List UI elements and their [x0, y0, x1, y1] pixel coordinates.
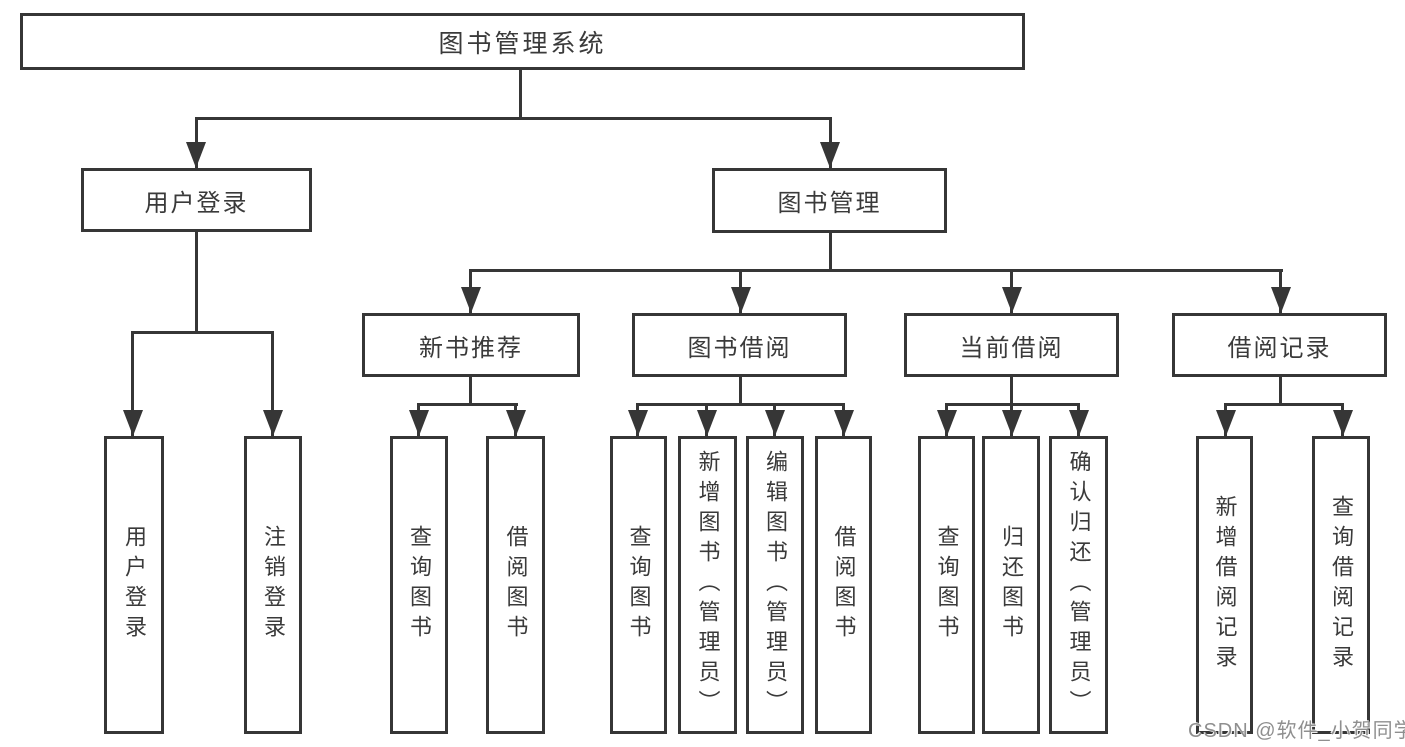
- connector-line: [131, 331, 134, 436]
- node-label: 查询借阅记录: [1329, 495, 1354, 675]
- node-label: 编辑图书（管理员）: [763, 450, 788, 720]
- leaf-return-books: 归还图书: [982, 436, 1040, 734]
- node-borrowing-records: 借阅记录: [1172, 313, 1387, 377]
- connector-line: [1224, 403, 1344, 406]
- node-label: 当前借阅: [959, 334, 1064, 362]
- node-book-borrowing: 图书借阅: [632, 313, 847, 377]
- node-label: 借阅图书: [831, 525, 857, 645]
- arrowhead-down-icon: [937, 410, 957, 436]
- connector-line: [195, 232, 198, 334]
- connector-line: [636, 403, 845, 406]
- node-label: 图书借阅: [687, 334, 792, 362]
- connector-line: [469, 269, 1283, 272]
- arrowhead-down-icon: [186, 142, 206, 168]
- arrowhead-down-icon: [1216, 410, 1236, 436]
- connector-line: [131, 331, 274, 334]
- node-book-management-system: 图书管理系统: [20, 13, 1025, 70]
- leaf-add-borrow-record: 新增借阅记录: [1196, 436, 1253, 734]
- connector-line: [195, 117, 832, 120]
- node-label: 新增借阅记录: [1212, 495, 1238, 675]
- node-label: 归还图书: [999, 525, 1024, 645]
- node-user-login: 用户登录: [81, 168, 312, 232]
- node-label: 借阅图书: [503, 525, 529, 645]
- connector-line: [519, 70, 522, 119]
- leaf-edit-books-admin: 编辑图书（管理员）: [746, 436, 804, 734]
- node-label: 新书推荐: [419, 334, 523, 362]
- node-label: 借阅记录: [1227, 334, 1332, 362]
- node-label: 图书管理: [777, 190, 882, 217]
- arrowhead-down-icon: [731, 287, 751, 313]
- arrowhead-down-icon: [1333, 410, 1353, 436]
- connector-line: [829, 233, 832, 272]
- node-book-management: 图书管理: [712, 168, 947, 233]
- arrowhead-down-icon: [820, 142, 840, 168]
- node-label: 查询图书: [407, 525, 432, 645]
- node-new-book-recommend: 新书推荐: [362, 313, 580, 377]
- arrowhead-down-icon: [834, 410, 854, 436]
- leaf-add-books-admin: 新增图书（管理员）: [678, 436, 737, 734]
- leaf-borrow-books-recommend: 借阅图书: [486, 436, 545, 734]
- connector-line: [417, 403, 518, 406]
- leaf-query-borrow-record: 查询借阅记录: [1312, 436, 1370, 734]
- node-label: 查询图书: [934, 525, 960, 645]
- node-label: 用户登录: [144, 189, 249, 217]
- leaf-query-books-current: 查询图书: [918, 436, 975, 734]
- arrowhead-down-icon: [1069, 410, 1089, 436]
- node-label: 确认归还（管理员）: [1066, 450, 1092, 720]
- arrowhead-down-icon: [461, 287, 481, 313]
- arrowhead-down-icon: [409, 410, 429, 436]
- arrowhead-down-icon: [1002, 287, 1022, 313]
- node-label: 查询图书: [626, 525, 652, 645]
- node-label: 新增图书（管理员）: [695, 450, 721, 720]
- arrowhead-down-icon: [263, 410, 283, 436]
- node-current-borrowing: 当前借阅: [904, 313, 1119, 377]
- connector-line: [1279, 377, 1282, 405]
- connector-line: [1010, 377, 1013, 405]
- leaf-borrow-books: 借阅图书: [815, 436, 872, 734]
- leaf-logout: 注销登录: [244, 436, 302, 734]
- leaf-confirm-return-admin: 确认归还（管理员）: [1049, 436, 1108, 734]
- leaf-query-books-recommend: 查询图书: [390, 436, 448, 734]
- leaf-user-login: 用户登录: [104, 436, 164, 734]
- connector-line: [739, 377, 742, 405]
- arrowhead-down-icon: [506, 410, 526, 436]
- node-label: 用户登录: [122, 525, 147, 645]
- watermark-text: CSDN @软件_小贺同学: [1188, 720, 1405, 742]
- connector-line: [469, 377, 472, 405]
- arrowhead-down-icon: [123, 410, 143, 436]
- arrowhead-down-icon: [765, 410, 785, 436]
- arrowhead-down-icon: [628, 410, 648, 436]
- connector-line: [271, 331, 274, 436]
- node-label: 注销登录: [261, 525, 286, 645]
- arrowhead-down-icon: [1002, 410, 1022, 436]
- arrowhead-down-icon: [697, 410, 717, 436]
- node-label: 图书管理系统: [438, 29, 607, 58]
- arrowhead-down-icon: [1271, 287, 1291, 313]
- leaf-query-books-borrow: 查询图书: [610, 436, 667, 734]
